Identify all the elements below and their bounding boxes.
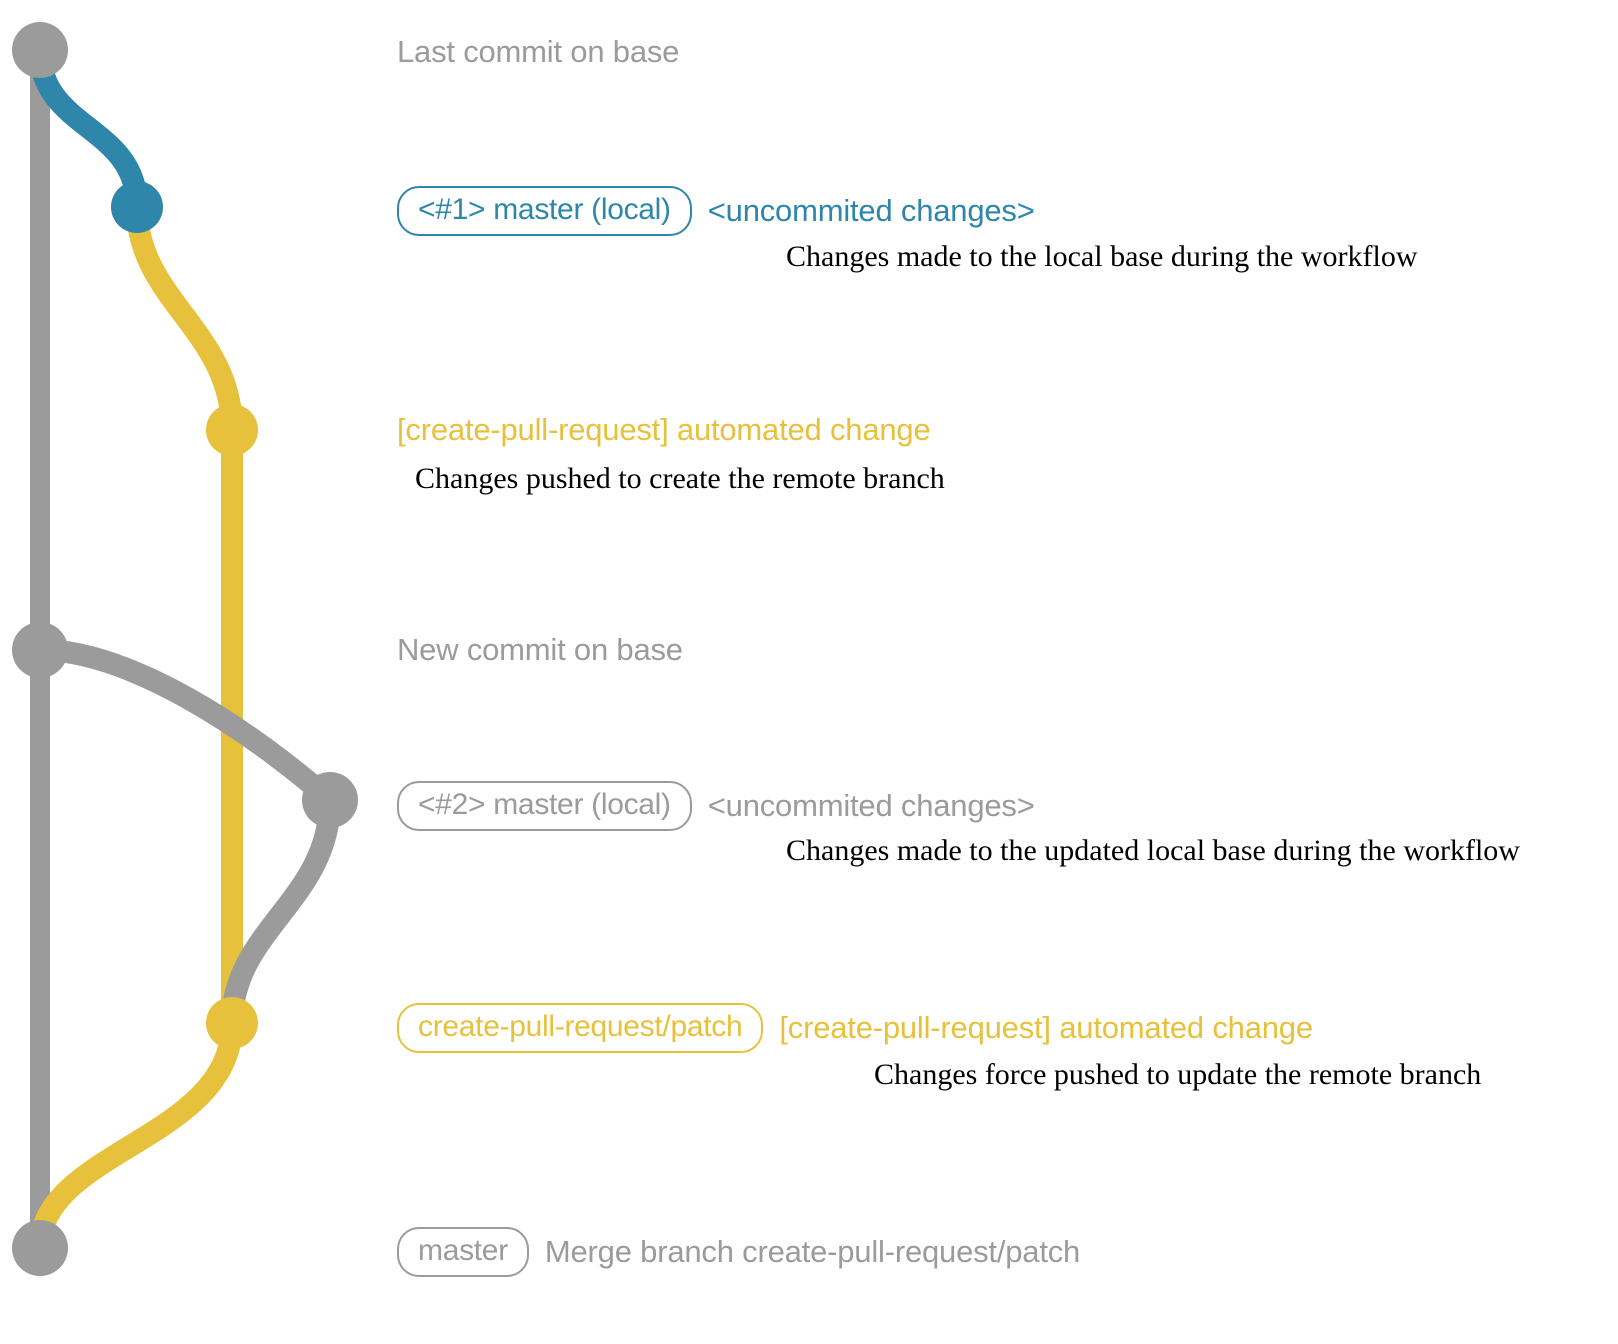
commit-title: Merge branch create-pull-request/patch	[544, 1234, 1081, 1269]
local-updated-to-patch-line	[221, 789, 341, 1034]
node-automated-change-2[interactable]	[206, 997, 258, 1049]
patch-merge-line	[29, 1012, 243, 1259]
local-updated-branch-line	[29, 639, 341, 811]
commit-description-automated-change-2: Changes force pushed to update the remot…	[874, 1058, 1482, 1091]
commit-row-automated-change-2: create-pull-request/patch [create-pull-r…	[397, 1003, 1313, 1053]
commit-title: <uncommited changes>	[707, 788, 1035, 823]
node-merge-master[interactable]	[12, 1220, 68, 1276]
commit-title: <uncommited changes>	[707, 193, 1035, 228]
commit-row-master-local-1: <#1> master (local) <uncommited changes>	[397, 186, 1035, 236]
git-commit-graph	[12, 22, 358, 1276]
commit-title: [create-pull-request] automated change	[779, 1010, 1313, 1045]
branch-badge-create-pull-request-patch[interactable]: create-pull-request/patch	[397, 1003, 764, 1053]
commit-description-master-local-1: Changes made to the local base during th…	[786, 240, 1418, 273]
commit-row-merge-master: master Merge branch create-pull-request/…	[397, 1227, 1080, 1277]
branch-badge-master-local-2[interactable]: <#2> master (local)	[397, 781, 692, 831]
branch-badge-master-local-1[interactable]: <#1> master (local)	[397, 186, 692, 236]
branch-badge-master[interactable]: master	[397, 1227, 529, 1277]
commit-description-automated-change-1: Changes pushed to create the remote bran…	[415, 462, 945, 495]
node-master-local-2[interactable]	[302, 772, 358, 828]
commit-row-master-local-2: <#2> master (local) <uncommited changes>	[397, 781, 1035, 831]
commit-row-last-commit-on-base: Last commit on base	[397, 34, 679, 70]
commit-row-automated-change-1: [create-pull-request] automated change	[397, 412, 931, 448]
commit-title: [create-pull-request] automated change	[397, 412, 931, 447]
commit-title: Last commit on base	[397, 34, 680, 69]
patch-branch-line-upper	[126, 196, 243, 1034]
node-master-local-1[interactable]	[111, 181, 163, 233]
node-last-commit-on-base[interactable]	[12, 22, 68, 78]
node-automated-change-1[interactable]	[206, 404, 258, 456]
commit-title: New commit on base	[397, 632, 683, 667]
commit-row-new-commit-on-base: New commit on base	[397, 632, 683, 668]
commit-description-master-local-2: Changes made to the updated local base d…	[786, 834, 1520, 867]
node-new-commit-on-base[interactable]	[12, 622, 68, 678]
